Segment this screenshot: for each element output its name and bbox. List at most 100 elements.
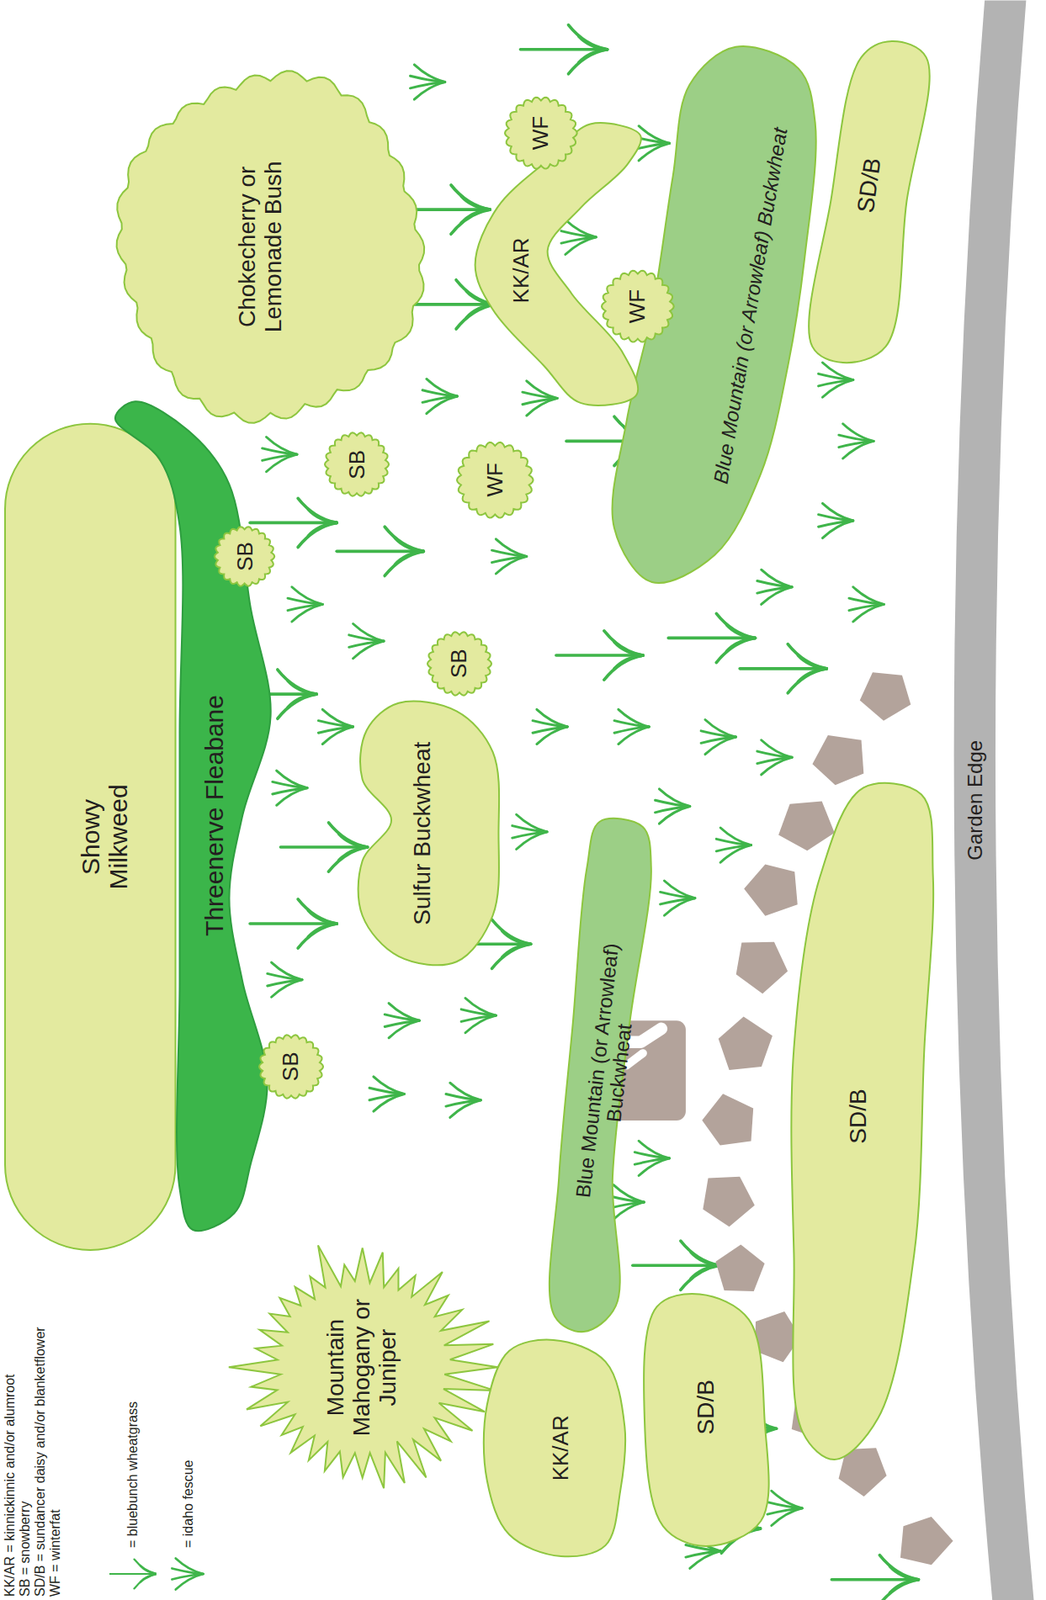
grass-clump (249, 899, 337, 949)
grass-blade (262, 448, 298, 455)
grass-blade (532, 721, 568, 728)
grass-clump (532, 709, 568, 744)
plant-outline (259, 1035, 324, 1099)
grass-blade (409, 75, 445, 82)
stepping-stone (718, 1016, 773, 1070)
grass-blade (831, 1578, 919, 1583)
grass-clump (369, 1077, 404, 1112)
grass-blade (409, 82, 445, 89)
legend-entry: = bluebunch wheatgrass (109, 1401, 157, 1596)
grass-blade (520, 47, 607, 52)
grass-blade (690, 1265, 720, 1280)
grass-blade (349, 641, 384, 648)
grass-blade (328, 822, 367, 848)
grass-clump (512, 814, 547, 850)
grass-blade (787, 669, 827, 694)
grass-blade (297, 923, 337, 949)
shape-outline (469, 121, 656, 409)
plant-label: WF (625, 289, 650, 324)
plant-outline (601, 270, 675, 343)
grass-blade (297, 522, 337, 547)
grass-blade (568, 49, 607, 75)
stepping-stone (860, 672, 912, 721)
grass-blade (287, 694, 317, 708)
plant-label: Threenerve Fleabane (200, 695, 229, 937)
plant-outline (643, 1294, 770, 1547)
grass-blade (838, 440, 874, 447)
grass-clump (561, 219, 596, 255)
plant-outline (474, 122, 641, 406)
grass-clump (849, 587, 884, 622)
garden-edge-band: Garden Edge (936, 0, 1046, 1600)
grass-blade (492, 556, 527, 563)
grass-clump (556, 631, 643, 680)
plant-outline (456, 442, 534, 519)
grass-clump (336, 526, 424, 576)
planting-bed: Showy Milkweed (5, 424, 176, 1251)
grass-clump (632, 1241, 720, 1291)
grass-blade (272, 781, 308, 788)
grass-clump (349, 623, 384, 659)
grass-blade (461, 1015, 496, 1022)
grass-blade (277, 694, 317, 719)
plant-label: WF (528, 116, 553, 150)
grass-blade (716, 838, 751, 845)
grass-blade (267, 973, 303, 980)
grass-blade (818, 515, 854, 521)
grass-blade (578, 49, 608, 64)
grass-blade (384, 1014, 420, 1021)
grass-clump (446, 1083, 481, 1118)
grass-blade (287, 680, 317, 695)
grass-blade (797, 669, 827, 683)
grass-blade (307, 910, 337, 924)
grass-clump (492, 539, 527, 574)
planting-bed: SD/B (791, 774, 936, 1461)
grass-blade (849, 598, 884, 605)
grass-blade (849, 604, 884, 611)
plant-label: Chokecherry or Lemonade Bush (234, 145, 287, 348)
grass-blade (249, 521, 337, 526)
grass-blade (318, 727, 353, 733)
stepping-stone (743, 865, 798, 917)
grass-blade (422, 390, 457, 397)
grass-clump (280, 822, 367, 872)
plant-label: KK/AR (548, 1415, 574, 1482)
grass-blade (461, 1009, 496, 1016)
planting-bed: Blue Mountain (or Arrowleaf) Buckwheat (546, 817, 654, 1333)
grass-blade (609, 1202, 644, 1209)
grass-blade (655, 807, 691, 813)
plant-label: SB (446, 648, 472, 679)
stepping-stone (812, 735, 864, 786)
grass-clump (520, 25, 607, 75)
grass-clump (767, 1491, 802, 1526)
grass-blade (660, 898, 696, 905)
shrub-symbol: SB (425, 630, 494, 698)
grass-blade (272, 788, 308, 795)
legend-text: = bluebunch wheatgrass (125, 1401, 141, 1549)
shape-outline (110, 401, 276, 1231)
plant-label: Garden Edge (964, 740, 987, 861)
grass-blade (690, 1252, 720, 1266)
grass-blade (604, 631, 643, 656)
legend-entry: KK/AR = kinnickinnic and/or alumroot (2, 1374, 18, 1598)
plant-outline (5, 424, 176, 1251)
planting-bed: SD/B (644, 1294, 768, 1547)
shrub-symbol: WF (455, 440, 536, 521)
grass-blade (384, 1020, 420, 1027)
grass-blade (394, 538, 424, 553)
plant-label: SB (233, 541, 258, 572)
grass-blade (297, 498, 337, 523)
plant-label: SB (278, 1051, 303, 1082)
grass-blade (297, 899, 337, 924)
planting-bed: SD/B (806, 41, 930, 363)
grass-blade (614, 655, 643, 670)
legend-entry: WF = winterfat (47, 1509, 64, 1598)
grass-blade (889, 1566, 919, 1581)
grass-blade (456, 304, 495, 330)
shape-outline (936, 0, 1046, 1600)
grass-blade (318, 721, 353, 728)
grass-blade (818, 520, 854, 527)
shrub-symbol: WF (599, 268, 676, 345)
grass-blade (655, 800, 691, 807)
grass-clump (757, 569, 792, 605)
